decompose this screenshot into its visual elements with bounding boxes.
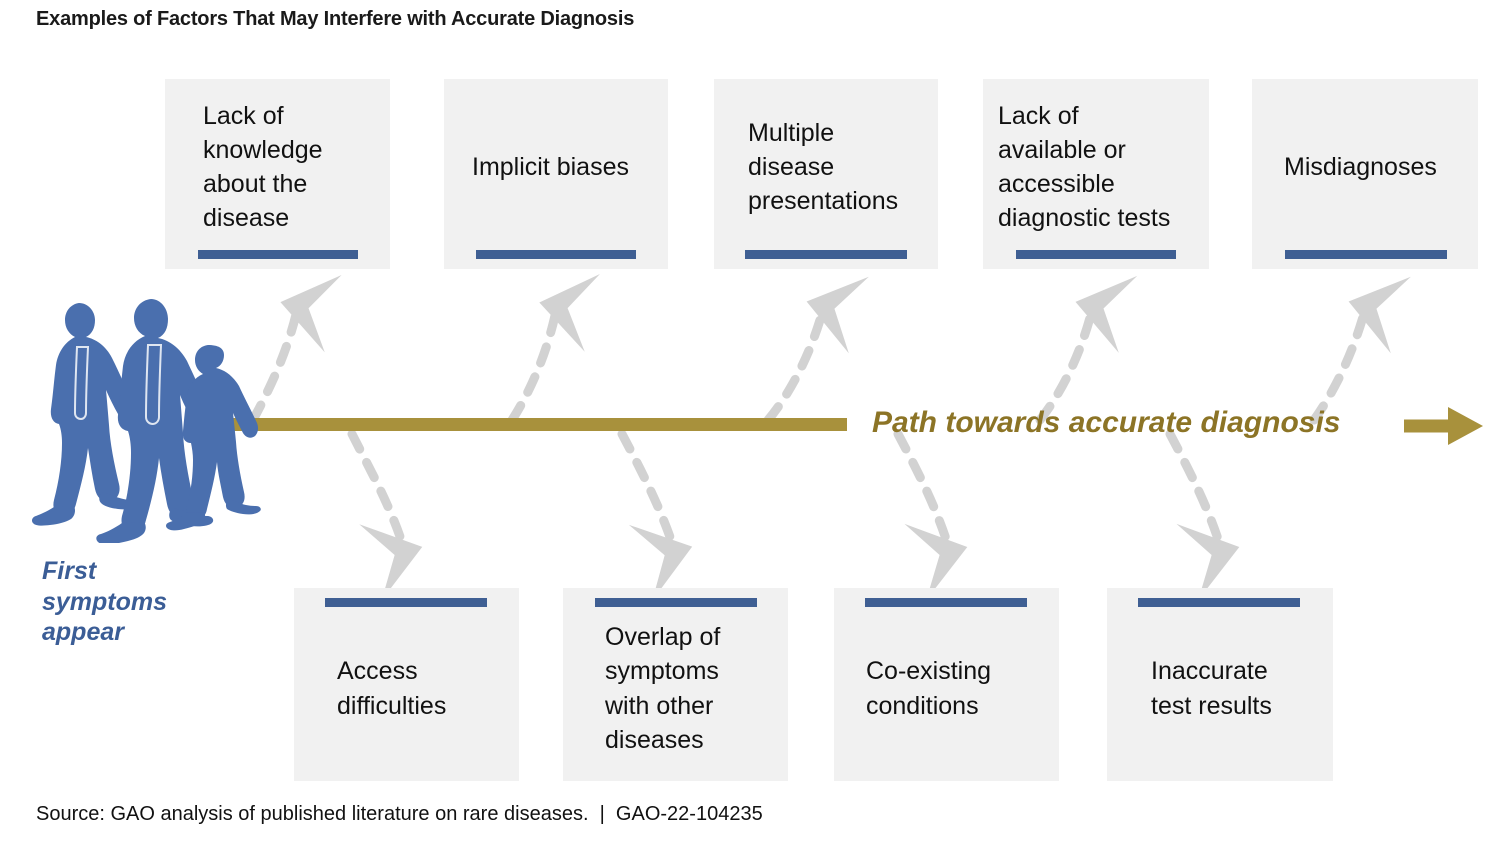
factor-box-top-4[interactable]: Lack of available or accessible diagnost…: [983, 79, 1209, 269]
factor-box-label: Lack of knowledge about the disease: [203, 101, 323, 233]
factor-box-top-1[interactable]: Lack of knowledge about the disease: [165, 79, 390, 269]
factor-box-accent-bar: [325, 598, 487, 607]
factor-box-bottom-4[interactable]: Inaccurate test results: [1107, 588, 1333, 781]
first-symptoms-label: First symptoms appear: [42, 557, 168, 646]
factor-box-accent-bar: [476, 250, 636, 259]
factor-box-accent-bar: [595, 598, 757, 607]
factor-box-top-3[interactable]: Multiple disease presentations: [714, 79, 938, 269]
diagnosis-path-label: Path towards accurate diagnosis: [872, 406, 1341, 439]
factor-box-label: Inaccurate test results: [1151, 657, 1272, 720]
diagnosis-path-line: [222, 418, 847, 431]
connector-up-3: [763, 276, 869, 425]
factor-box-bottom-2[interactable]: Overlap of symptoms with other diseases: [563, 588, 788, 781]
factor-box-label: Co-existing conditions: [866, 657, 992, 720]
connector-down-1: [347, 429, 423, 601]
connector-down-3: [893, 429, 968, 600]
factor-box-top-5[interactable]: Misdiagnoses: [1252, 79, 1478, 269]
source-note: Source: GAO analysis of published litera…: [36, 803, 763, 825]
factor-box-label: Implicit biases: [472, 152, 629, 181]
factor-box-accent-bar: [198, 250, 358, 259]
factor-box-label: Lack of available or accessible diagnost…: [998, 101, 1171, 233]
factor-box-accent-bar: [865, 598, 1027, 607]
page-title: Examples of Factors That May Interfere w…: [36, 8, 635, 30]
connector-up-2: [507, 274, 600, 425]
connector-up-5: [1309, 276, 1411, 425]
arrow-right-icon: [1404, 407, 1483, 445]
walking-family-icon: [32, 299, 261, 543]
connector-up-4: [1035, 275, 1138, 425]
factor-box-accent-bar: [1285, 250, 1447, 259]
factor-box-label: Overlap of symptoms with other diseases: [605, 623, 721, 754]
factor-box-top-2[interactable]: Implicit biases: [444, 79, 668, 269]
factor-box-label: Access difficulties: [337, 657, 447, 720]
factor-box-accent-bar: [745, 250, 907, 259]
factor-box-accent-bar: [1138, 598, 1300, 607]
factor-box-bottom-1[interactable]: Access difficulties: [294, 588, 519, 781]
connector-down-2: [617, 429, 693, 601]
factor-box-accent-bar: [1016, 250, 1176, 259]
factor-box-label: Multiple disease presentations: [748, 118, 899, 216]
factor-box-label: Misdiagnoses: [1284, 152, 1437, 181]
connector-down-4: [1165, 429, 1240, 600]
factor-box-bottom-3[interactable]: Co-existing conditions: [834, 588, 1059, 781]
